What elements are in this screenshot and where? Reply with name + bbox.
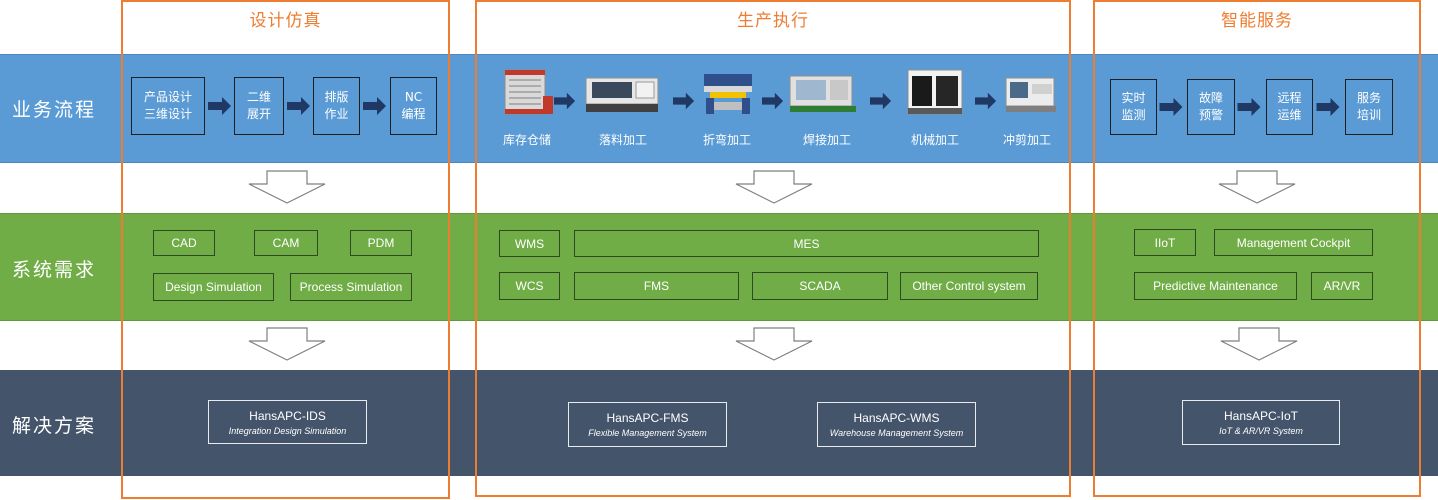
process-arrow-icon [1159, 98, 1183, 116]
column-frame-production [475, 0, 1071, 497]
column-title-service: 智能服务 [1221, 11, 1293, 31]
column-title-design: 设计仿真 [249, 11, 322, 31]
solution-fms: HansAPC-FMS Flexible Management System [568, 402, 727, 447]
service-step-1: 实时 监测 [1110, 79, 1157, 135]
solution-ids-name: HansAPC-IDS [249, 408, 326, 423]
design-step-2: 二维 展开 [234, 77, 284, 135]
requirement-predictive-maintenance: Predictive Maintenance [1134, 272, 1297, 300]
solution-ids: HansAPC-IDS Integration Design Simulatio… [208, 400, 367, 444]
solution-iot-name: HansAPC-IoT [1223, 409, 1299, 423]
column-frame-service [1093, 0, 1421, 497]
machining-center-icon [907, 69, 963, 115]
requirement-process-simulation: Process Simulation [290, 273, 412, 301]
design-step-4: NC 编程 [390, 77, 437, 135]
requirement-wcs: WCS [499, 272, 560, 300]
row-label-business: 业务流程 [12, 99, 97, 121]
service-step-4: 服务 培训 [1345, 79, 1393, 135]
process-arrow-icon [762, 92, 784, 110]
solution-wms: HansAPC-WMS Warehouse Management System [817, 402, 976, 447]
process-arrow-icon [673, 92, 695, 110]
down-arrow-icon [248, 327, 326, 361]
process-arrow-icon [208, 97, 231, 115]
process-arrow-icon [1316, 98, 1340, 116]
requirement-management-cockpit: Management Cockpit [1214, 229, 1373, 256]
production-step-label: 折弯加工 [702, 133, 751, 147]
process-arrow-icon [363, 97, 386, 115]
requirement-wms: WMS [499, 230, 560, 257]
column-title-production: 生产执行 [737, 11, 809, 31]
process-arrow-icon [287, 97, 310, 115]
production-step-label: 机械加工 [910, 133, 959, 147]
requirement-scada: SCADA [752, 272, 888, 300]
requirement-design-simulation: Design Simulation [153, 273, 274, 301]
solutions-band: 解决方案 [0, 370, 1438, 476]
solution-wms-name: HansAPC-WMS [853, 411, 940, 425]
down-arrow-icon [1218, 170, 1296, 204]
solution-fms-subtitle: Flexible Management System [588, 428, 707, 438]
service-step-3: 远程 运维 [1266, 79, 1313, 135]
process-arrow-icon [870, 92, 892, 110]
welding-station-icon [789, 75, 856, 112]
service-step-2: 故障 预警 [1187, 79, 1235, 135]
down-arrow-icon [735, 327, 813, 361]
design-step-1: 产品设计 三维设计 [131, 77, 205, 135]
design-step-3: 排版 作业 [313, 77, 360, 135]
requirement-pdm: PDM [350, 230, 412, 256]
solution-iot: HansAPC-IoT IoT & AR/VR System [1182, 400, 1340, 445]
process-arrow-icon [554, 92, 576, 110]
production-step-label: 焊接加工 [802, 133, 851, 147]
solution-iot-subtitle: IoT & AR/VR System [1219, 426, 1303, 436]
process-arrow-icon [975, 92, 997, 110]
system-requirements-band: 系统需求 [0, 213, 1438, 321]
requirement-mes: MES [574, 230, 1039, 257]
down-arrow-icon [1220, 327, 1298, 361]
row-label-solutions: 解决方案 [12, 415, 97, 437]
requirement-other-control: Other Control system [900, 272, 1038, 300]
laser-cutter-icon [585, 77, 659, 112]
solution-wms-subtitle: Warehouse Management System [829, 428, 964, 438]
requirement-cad: CAD [153, 230, 215, 256]
solution-ids-subtitle: Integration Design Simulation [228, 425, 347, 436]
column-frame-design [121, 0, 450, 499]
requirement-ar-vr: AR/VR [1311, 272, 1373, 300]
storage-rack-icon [504, 69, 553, 115]
production-step-label: 库存仓储 [502, 133, 551, 147]
down-arrow-icon [735, 170, 813, 204]
requirement-fms: FMS [574, 272, 739, 300]
punch-shear-icon [1005, 77, 1056, 112]
requirement-iiot: IIoT [1134, 229, 1196, 256]
solution-fms-name: HansAPC-FMS [606, 411, 689, 425]
press-brake-icon [704, 74, 752, 114]
process-arrow-icon [1237, 98, 1261, 116]
down-arrow-icon [248, 170, 326, 204]
requirement-cam: CAM [254, 230, 318, 256]
production-step-label: 落料加工 [598, 133, 647, 147]
row-label-requirements: 系统需求 [12, 259, 97, 281]
production-step-label: 冲剪加工 [1002, 133, 1051, 147]
